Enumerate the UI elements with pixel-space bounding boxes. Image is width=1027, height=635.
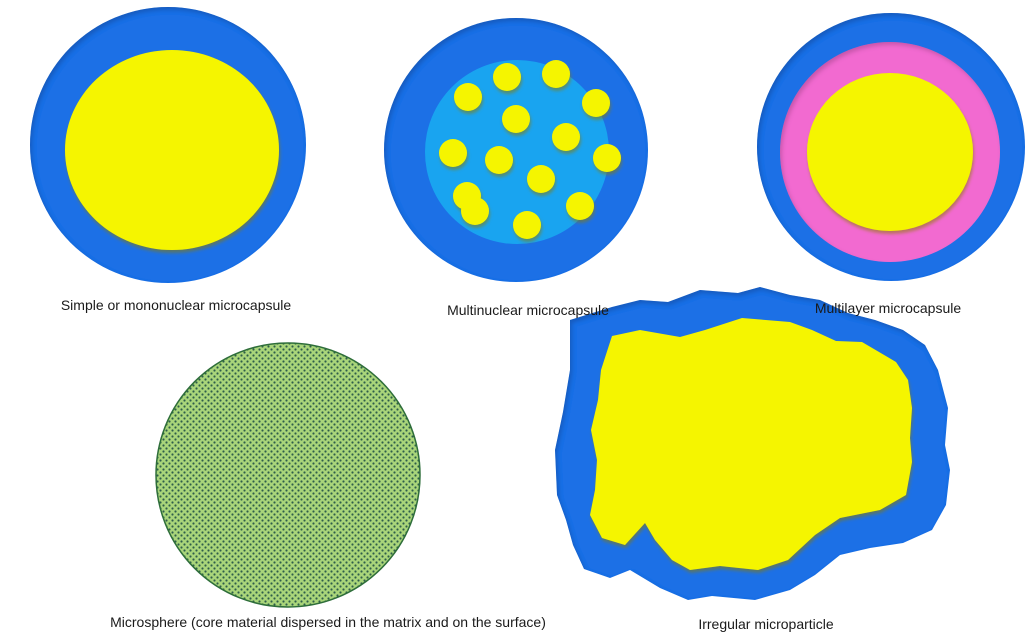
microsphere-matrix: [156, 343, 420, 607]
caption-multinuclear-microcapsule: Multinuclear microcapsule: [447, 302, 609, 318]
core-droplet: [582, 89, 610, 117]
microsphere: [156, 343, 420, 607]
caption-microsphere: Microsphere (core material dispersed in …: [110, 614, 546, 630]
core-droplet: [502, 105, 530, 133]
core-droplet: [493, 63, 521, 91]
simple-core: [65, 50, 279, 250]
core-droplet: [439, 139, 467, 167]
multilayer-core: [807, 73, 973, 231]
core-droplet: [485, 146, 513, 174]
core-droplet: [461, 197, 489, 225]
irregular-microparticle: [555, 287, 950, 600]
core-droplet: [552, 123, 580, 151]
core-droplet: [566, 192, 594, 220]
core-droplet: [527, 165, 555, 193]
core-droplet: [542, 60, 570, 88]
simple-microcapsule: [30, 7, 306, 283]
core-droplet: [593, 144, 621, 172]
core-droplet: [454, 83, 482, 111]
caption-simple-microcapsule: Simple or mononuclear microcapsule: [61, 297, 291, 313]
multilayer-microcapsule: [757, 13, 1025, 281]
multinuclear-microcapsule: [384, 18, 648, 282]
caption-multilayer-microcapsule: Multilayer microcapsule: [815, 300, 961, 316]
core-droplet: [513, 211, 541, 239]
caption-irregular-microparticle: Irregular microparticle: [698, 616, 833, 632]
